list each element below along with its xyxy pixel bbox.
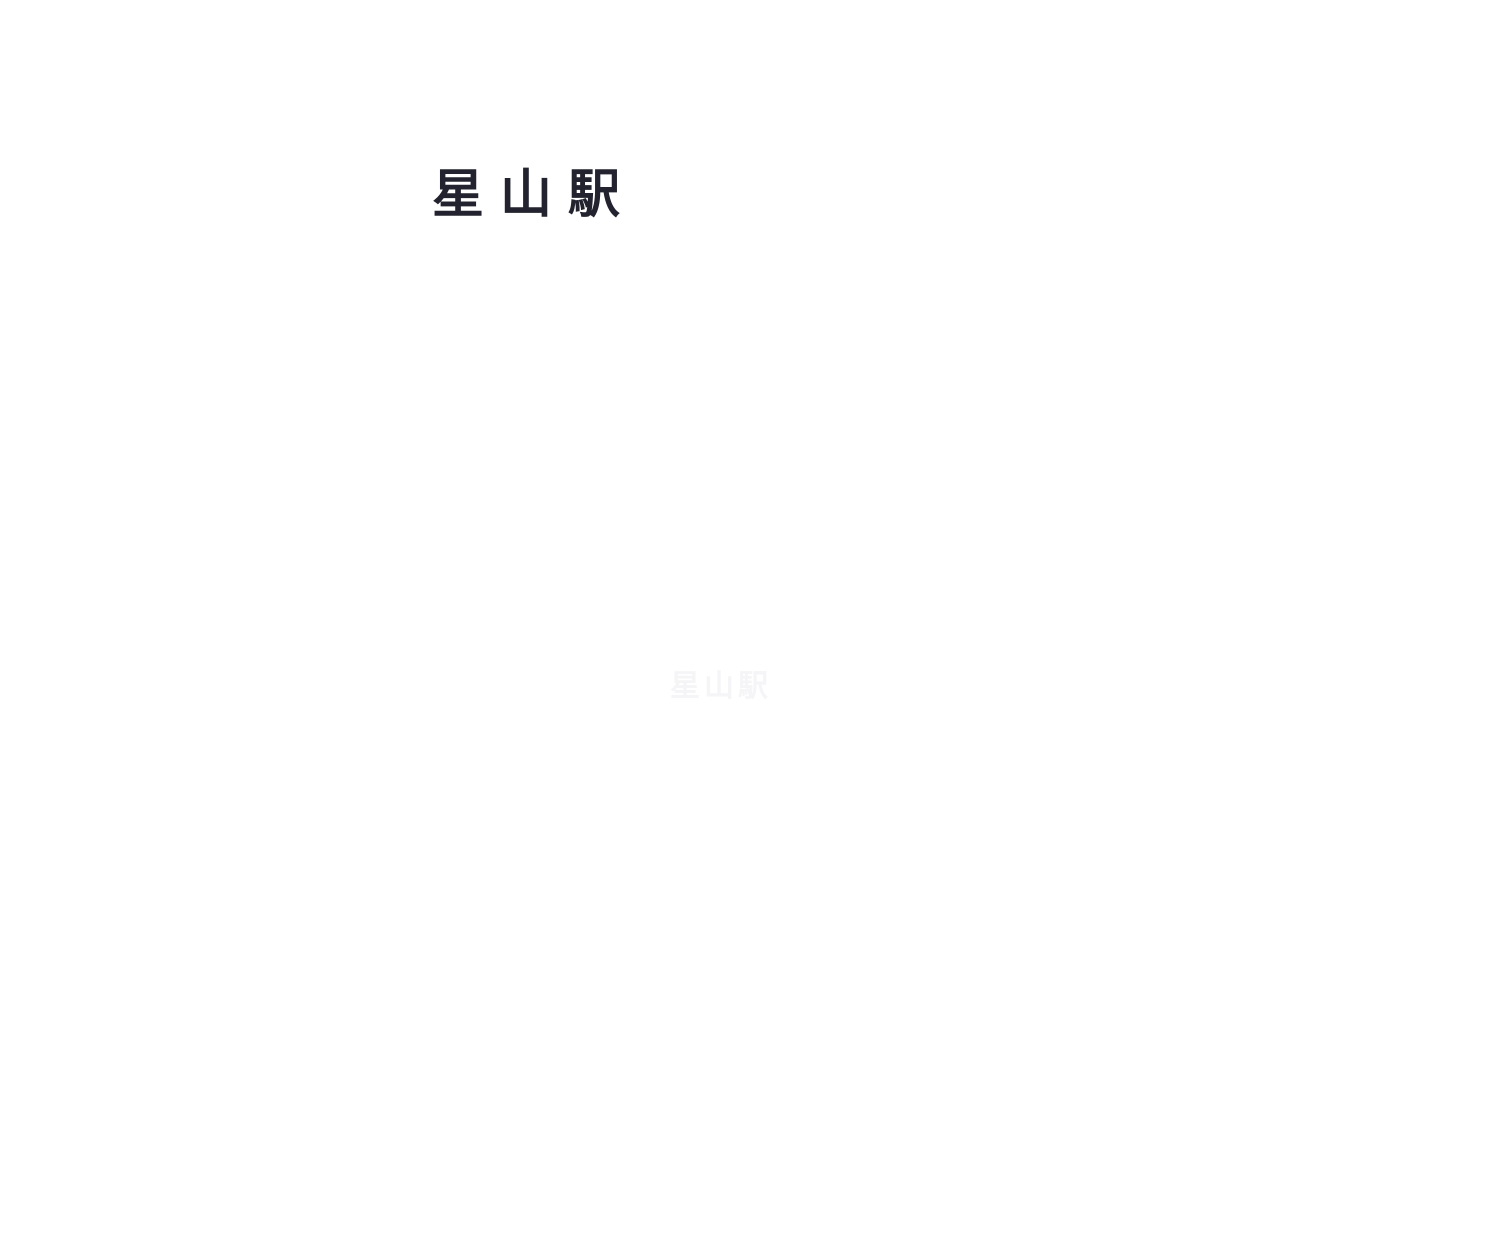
station-title: 星山駅 (432, 165, 637, 225)
faint-watermark-text: 星山駅 (670, 669, 772, 704)
